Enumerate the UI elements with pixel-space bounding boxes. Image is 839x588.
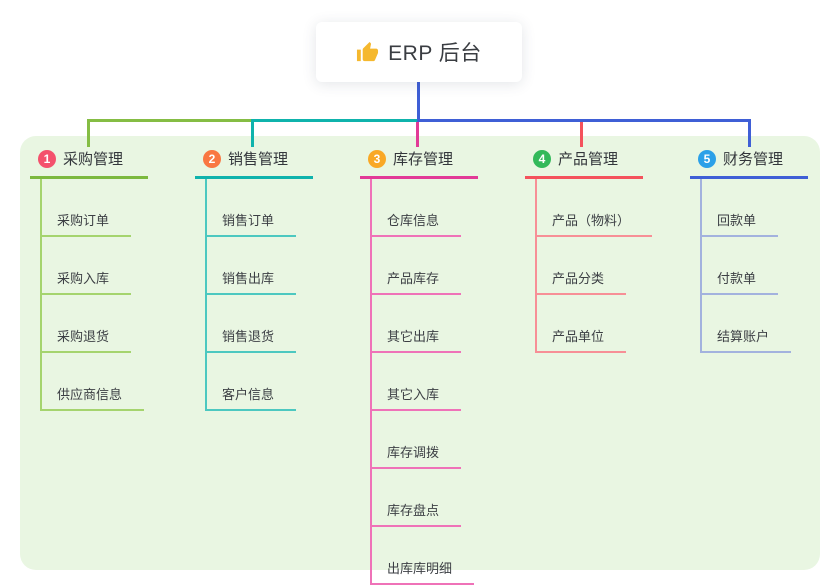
branch-children: 仓库信息 产品库存 其它出库 其它入库 库存调拨 库存盘点 出库库明细 [370, 179, 478, 585]
child-row: 其它入库 [372, 353, 478, 411]
thumbs-up-icon [357, 41, 379, 61]
branch-node: 3 库存管理 仓库信息 产品库存 其它出库 其它入库 库存调拨 库存盘点 出库库… [360, 145, 478, 585]
branch-children: 采购订单 采购入库 采购退货 供应商信息 [40, 179, 148, 411]
connector-drop-product [580, 122, 583, 147]
child-node[interactable]: 回款单 [702, 210, 779, 237]
child-node[interactable]: 产品（物料） [537, 210, 653, 237]
branch-node: 4 产品管理 产品（物料） 产品分类 产品单位 [525, 145, 653, 353]
child-node[interactable]: 产品分类 [537, 268, 627, 295]
child-row: 库存盘点 [372, 469, 478, 527]
child-row: 其它出库 [372, 295, 478, 353]
branch-header[interactable]: 3 库存管理 [360, 145, 478, 179]
branch-title: 库存管理 [393, 151, 454, 168]
branch-children: 回款单 付款单 结算账户 [700, 179, 808, 353]
child-node[interactable]: 采购退货 [42, 326, 132, 353]
child-node[interactable]: 产品单位 [537, 326, 627, 353]
connector-horizontal-3 [417, 119, 751, 122]
branch-number-badge: 3 [368, 149, 386, 168]
child-row: 客户信息 [207, 353, 313, 411]
branch-node: 5 财务管理 回款单 付款单 结算账户 [690, 145, 808, 353]
child-node[interactable]: 库存盘点 [372, 500, 462, 527]
connector-drop-purchase [87, 119, 90, 147]
child-row: 采购入库 [42, 237, 148, 295]
child-node[interactable]: 付款单 [702, 268, 779, 295]
root-node[interactable]: ERP 后台 [316, 22, 522, 82]
child-row: 付款单 [702, 237, 808, 295]
branch-node: 2 销售管理 销售订单 销售出库 销售退货 客户信息 [195, 145, 313, 411]
child-row: 供应商信息 [42, 353, 148, 411]
child-row: 产品（物料） [537, 179, 653, 237]
connector-horizontal-1 [87, 119, 253, 122]
branch-header[interactable]: 4 产品管理 [525, 145, 643, 179]
child-row: 产品单位 [537, 295, 643, 353]
branch-children: 产品（物料） 产品分类 产品单位 [535, 179, 653, 353]
child-row: 采购退货 [42, 295, 148, 353]
child-node[interactable]: 销售订单 [207, 210, 297, 237]
child-node[interactable]: 其它出库 [372, 326, 462, 353]
connector-horizontal-2 [251, 119, 419, 122]
root-title: ERP 后台 [388, 42, 482, 65]
child-node[interactable]: 客户信息 [207, 384, 297, 411]
branch-number-badge: 1 [38, 149, 56, 168]
branches-background-panel [20, 136, 820, 570]
connector-drop-inventory [416, 122, 419, 147]
child-node[interactable]: 销售出库 [207, 268, 297, 295]
child-node[interactable]: 产品库存 [372, 268, 462, 295]
child-node[interactable]: 出库库明细 [372, 558, 475, 585]
child-row: 结算账户 [702, 295, 808, 353]
child-row: 仓库信息 [372, 179, 478, 237]
branch-header[interactable]: 1 采购管理 [30, 145, 148, 179]
child-node[interactable]: 结算账户 [702, 326, 792, 353]
branch-node: 1 采购管理 采购订单 采购入库 采购退货 供应商信息 [30, 145, 148, 411]
branch-number-badge: 5 [698, 149, 716, 168]
branch-number-badge: 2 [203, 149, 221, 168]
child-node[interactable]: 采购入库 [42, 268, 132, 295]
child-row: 销售出库 [207, 237, 313, 295]
branch-header[interactable]: 5 财务管理 [690, 145, 808, 179]
child-node[interactable]: 库存调拨 [372, 442, 462, 469]
branch-header[interactable]: 2 销售管理 [195, 145, 313, 179]
child-node[interactable]: 销售退货 [207, 326, 297, 353]
child-row: 库存调拨 [372, 411, 478, 469]
child-row: 产品分类 [537, 237, 643, 295]
branch-title: 产品管理 [558, 151, 619, 168]
child-row: 回款单 [702, 179, 808, 237]
child-node[interactable]: 仓库信息 [372, 210, 462, 237]
connector-root-drop [417, 82, 420, 122]
branch-title: 财务管理 [723, 151, 784, 168]
child-row: 销售退货 [207, 295, 313, 353]
branch-title: 销售管理 [228, 151, 289, 168]
branch-children: 销售订单 销售出库 销售退货 客户信息 [205, 179, 313, 411]
branch-number-badge: 4 [533, 149, 551, 168]
child-node[interactable]: 供应商信息 [42, 384, 145, 411]
branch-title: 采购管理 [63, 151, 124, 168]
child-node[interactable]: 采购订单 [42, 210, 132, 237]
connector-drop-finance [748, 119, 751, 147]
child-row: 销售订单 [207, 179, 313, 237]
connector-drop-sales [251, 119, 254, 147]
child-row: 产品库存 [372, 237, 478, 295]
child-row: 出库库明细 [372, 527, 478, 585]
child-node[interactable]: 其它入库 [372, 384, 462, 411]
child-row: 采购订单 [42, 179, 148, 237]
